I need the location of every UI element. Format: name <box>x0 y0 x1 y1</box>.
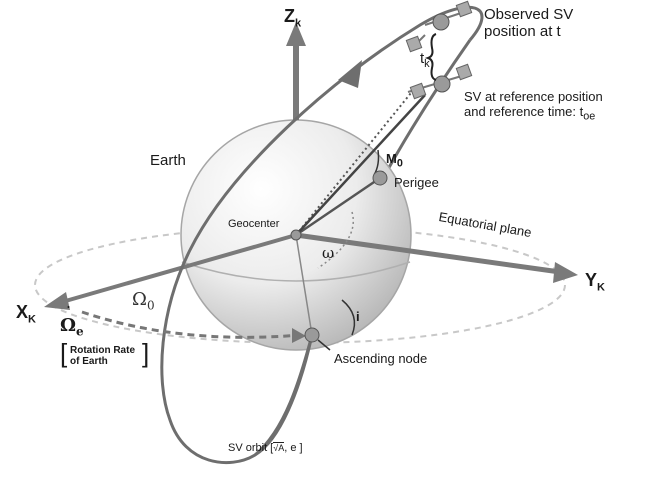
orbit-direction-arrow <box>338 60 362 88</box>
omega-e-label: ˙Ωe <box>60 305 84 339</box>
orbit-lower <box>254 334 314 457</box>
sv-reference-label: SV at reference position and reference t… <box>464 89 603 123</box>
perigee-point <box>372 170 388 186</box>
y-axis <box>295 232 561 275</box>
ref-sv-line <box>295 87 416 236</box>
y-axis-label: YK <box>585 270 605 294</box>
x-axis-arrowhead <box>44 292 70 310</box>
geocenter-label: Geocenter <box>228 218 280 230</box>
node-line <box>295 234 313 336</box>
earth-equator <box>181 261 411 282</box>
ascending-node-point <box>304 327 320 343</box>
y-axis-arrowhead <box>553 262 578 283</box>
sv-orbit-label: SV orbit [√A, e ] <box>228 442 303 454</box>
rotation-rate-label: [ Rotation Rate of Earth ] <box>60 338 150 368</box>
tk-brace <box>424 33 437 81</box>
satellite-reference-icon <box>407 63 473 100</box>
earth-label: Earth <box>150 152 186 169</box>
perigee-label: Perigee <box>394 175 439 190</box>
inclination-arc <box>341 299 356 336</box>
tk-label: tk <box>420 50 430 70</box>
z-axis-label: Zk <box>284 6 302 30</box>
x-axis <box>61 233 297 304</box>
omega-label: ω <box>322 244 335 262</box>
geocenter-point <box>290 229 302 241</box>
m0-label: M0 <box>386 151 403 170</box>
x-axis-label: XK <box>16 302 36 326</box>
ascending-node-label: Ascending node <box>334 351 428 366</box>
ascending-node-pointer <box>317 339 331 351</box>
omega0-arc <box>81 310 301 339</box>
inclination-label: i <box>356 309 360 324</box>
sv-t-line <box>295 94 426 236</box>
omega0-label: Ω0 <box>132 289 155 313</box>
omega-arc <box>317 211 354 269</box>
observed-sv-label: Observed SV position at t <box>484 6 574 41</box>
perigee-line <box>295 176 381 237</box>
omega0-arrowhead <box>292 328 306 343</box>
satellite-observed-icon <box>405 0 473 53</box>
z-axis-arrowhead <box>286 22 306 46</box>
